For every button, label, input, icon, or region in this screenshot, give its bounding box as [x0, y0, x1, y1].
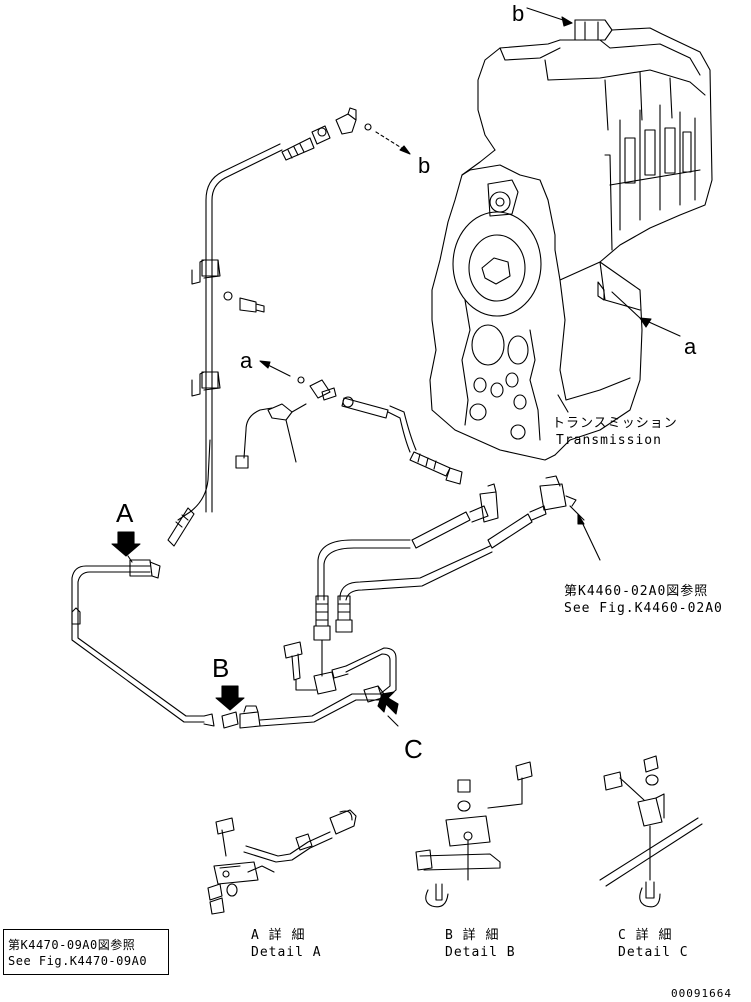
- detail-c-drawing: [600, 756, 702, 907]
- transmission-housing: [430, 20, 712, 460]
- see-fig-k4460-en: See Fig.K4460-02A0: [564, 601, 723, 616]
- see-fig-k4470-box: 第K4470-09A0図参照 See Fig.K4470-09A0: [3, 929, 169, 975]
- callout-A: A: [116, 498, 134, 528]
- upper-hose: [168, 108, 410, 546]
- detail-b-title-en: Detail B: [445, 945, 516, 960]
- detail-a-title-en: Detail A: [251, 945, 322, 960]
- callout-b-top: b: [512, 1, 525, 26]
- upper-clamp: [192, 260, 264, 312]
- detail-a-drawing: [208, 810, 356, 914]
- callout-a-left: a: [240, 348, 253, 373]
- leader-a-right: [612, 292, 680, 336]
- callout-C: C: [404, 734, 423, 764]
- drawing-number: 00091664: [671, 987, 732, 1000]
- arrow-B: [216, 686, 244, 710]
- see-fig-k4470-en: See Fig.K4470-09A0: [8, 954, 148, 968]
- arrow-A: [112, 532, 140, 562]
- lower-clamp: [192, 372, 220, 396]
- callout-B: B: [212, 653, 230, 683]
- lower-tube: [72, 560, 396, 728]
- callout-a-right: a: [684, 334, 697, 359]
- valve-fittings: [410, 452, 600, 560]
- leader-transmission: [558, 395, 568, 412]
- detail-b-drawing: [416, 762, 532, 907]
- see-fig-k4470-jp: 第K4470-09A0図参照: [8, 938, 136, 952]
- callout-b-right: b: [418, 153, 431, 178]
- detail-c-title-jp: C 詳 細: [618, 928, 673, 943]
- see-fig-k4460-jp: 第K4460-02A0図参照: [564, 584, 709, 599]
- sensor-harness: [236, 361, 416, 468]
- leader-b-top: [527, 8, 572, 26]
- transmission-label-en: Transmission: [556, 433, 662, 448]
- arrow-C: [378, 692, 398, 726]
- detail-b-title-jp: B 詳 細: [445, 928, 500, 943]
- detail-c-title-en: Detail C: [618, 945, 689, 960]
- feed-pipes: [284, 540, 492, 694]
- detail-a-title-jp: A 詳 細: [251, 928, 306, 943]
- transmission-label-jp: トランスミッション: [552, 416, 678, 431]
